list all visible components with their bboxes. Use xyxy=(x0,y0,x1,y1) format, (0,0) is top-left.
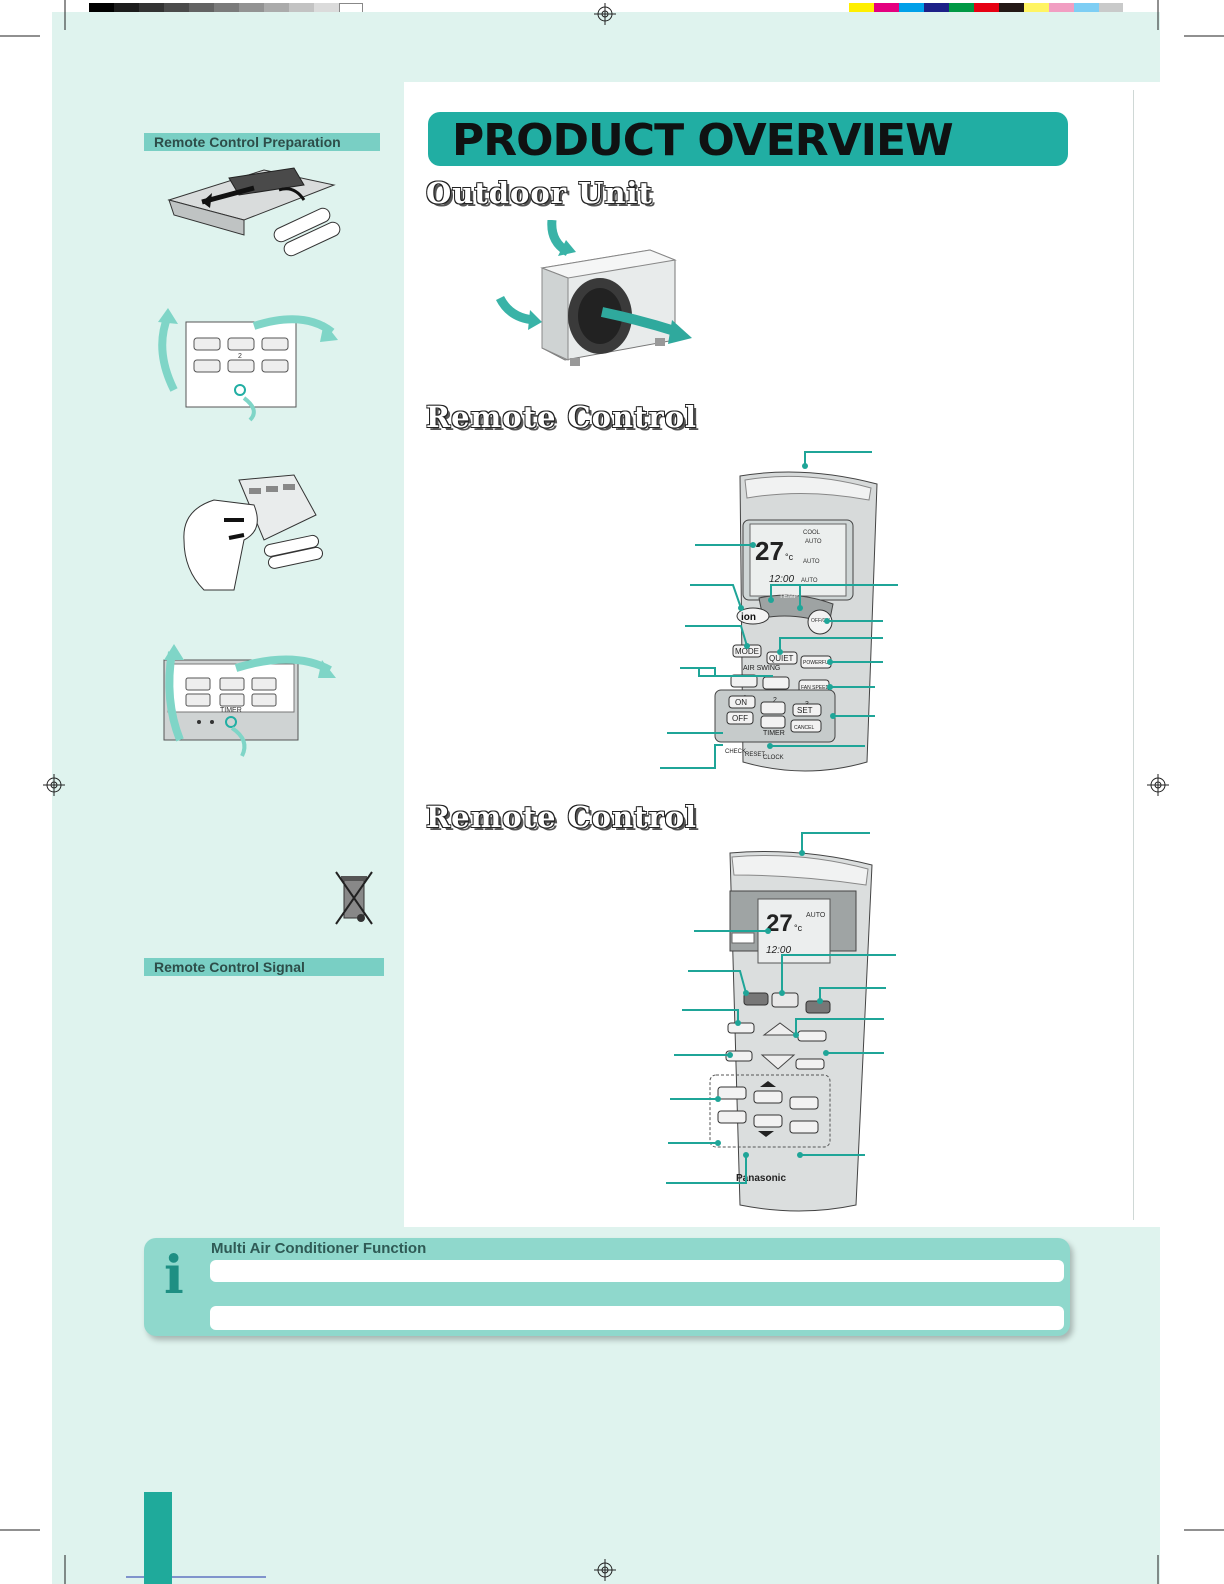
remote-control-1-illustration: 27 °c 12:00 COOL AUTO AUTO AUTO TEMP ion… xyxy=(660,451,898,772)
hand-battery-illustration xyxy=(183,474,324,591)
info-box-heading: Multi Air Conditioner Function xyxy=(211,1240,427,1257)
svg-text:POWERFUL: POWERFUL xyxy=(803,660,832,666)
svg-text:ion: ion xyxy=(741,612,756,623)
svg-text:SET: SET xyxy=(797,706,813,715)
svg-text:AUTO: AUTO xyxy=(806,912,826,919)
product-overview-banner xyxy=(428,112,1068,166)
svg-text:TIMER: TIMER xyxy=(220,707,242,714)
info-text-line-1 xyxy=(210,1260,1064,1282)
svg-text:OFF: OFF xyxy=(732,714,748,723)
remote-control-heading-1: Remote Control xyxy=(426,400,698,434)
remote-control-preparation-heading: Remote Control Preparation xyxy=(144,133,380,151)
svg-text:FAN SPEED: FAN SPEED xyxy=(801,685,829,691)
battery-cover-illustration xyxy=(167,167,341,257)
crossed-out-bin-icon xyxy=(335,871,373,925)
svg-text:AIR SWING: AIR SWING xyxy=(743,665,780,672)
page-number-tab xyxy=(144,1492,172,1584)
svg-text:12:00: 12:00 xyxy=(766,945,791,956)
svg-text:AUTO: AUTO xyxy=(803,559,820,565)
svg-text:CHECK: CHECK xyxy=(725,749,746,755)
svg-text:TIMER: TIMER xyxy=(763,730,785,737)
svg-text:RESET: RESET xyxy=(745,752,765,758)
page-title: PRODUCT OVERVIEW xyxy=(452,115,954,166)
svg-text:°c: °c xyxy=(794,923,803,933)
svg-text:CLOCK: CLOCK xyxy=(763,755,784,761)
info-icon: i xyxy=(164,1245,184,1306)
remote-control-2-illustration: 27 °c 12:00 AUTO Panasonic xyxy=(666,832,896,1212)
svg-text:12:00: 12:00 xyxy=(769,574,794,585)
svg-text:ON: ON xyxy=(735,698,747,707)
outdoor-unit-illustration xyxy=(495,220,692,366)
svg-text:AUTO: AUTO xyxy=(805,539,822,545)
svg-text:QUIET: QUIET xyxy=(769,654,794,663)
svg-text:2: 2 xyxy=(238,353,242,360)
remote-button-illustration-1: 2 xyxy=(158,308,338,422)
svg-text:OFF/ON: OFF/ON xyxy=(811,618,830,624)
remote-control-signal-heading: Remote Control Signal xyxy=(144,958,384,976)
outdoor-unit-heading: Outdoor Unit xyxy=(426,176,653,210)
svg-text:COOL: COOL xyxy=(803,530,821,536)
info-text-line-2 xyxy=(210,1306,1064,1330)
remote1-temp: 27 xyxy=(755,536,784,566)
panasonic-logo: Panasonic xyxy=(736,1173,786,1184)
svg-text:AUTO: AUTO xyxy=(801,578,818,584)
svg-text:TEMP: TEMP xyxy=(779,593,799,600)
remote-button-illustration-2: TIMER xyxy=(163,644,336,757)
remote-control-heading-2: Remote Control xyxy=(426,800,698,834)
preparation-illustrations: 2 TIMER xyxy=(158,167,373,925)
svg-text:MODE: MODE xyxy=(735,647,759,656)
panel-divider xyxy=(1133,90,1134,1220)
svg-text:CANCEL: CANCEL xyxy=(794,725,815,731)
svg-text:°c: °c xyxy=(785,552,794,562)
svg-text:2: 2 xyxy=(773,697,777,704)
